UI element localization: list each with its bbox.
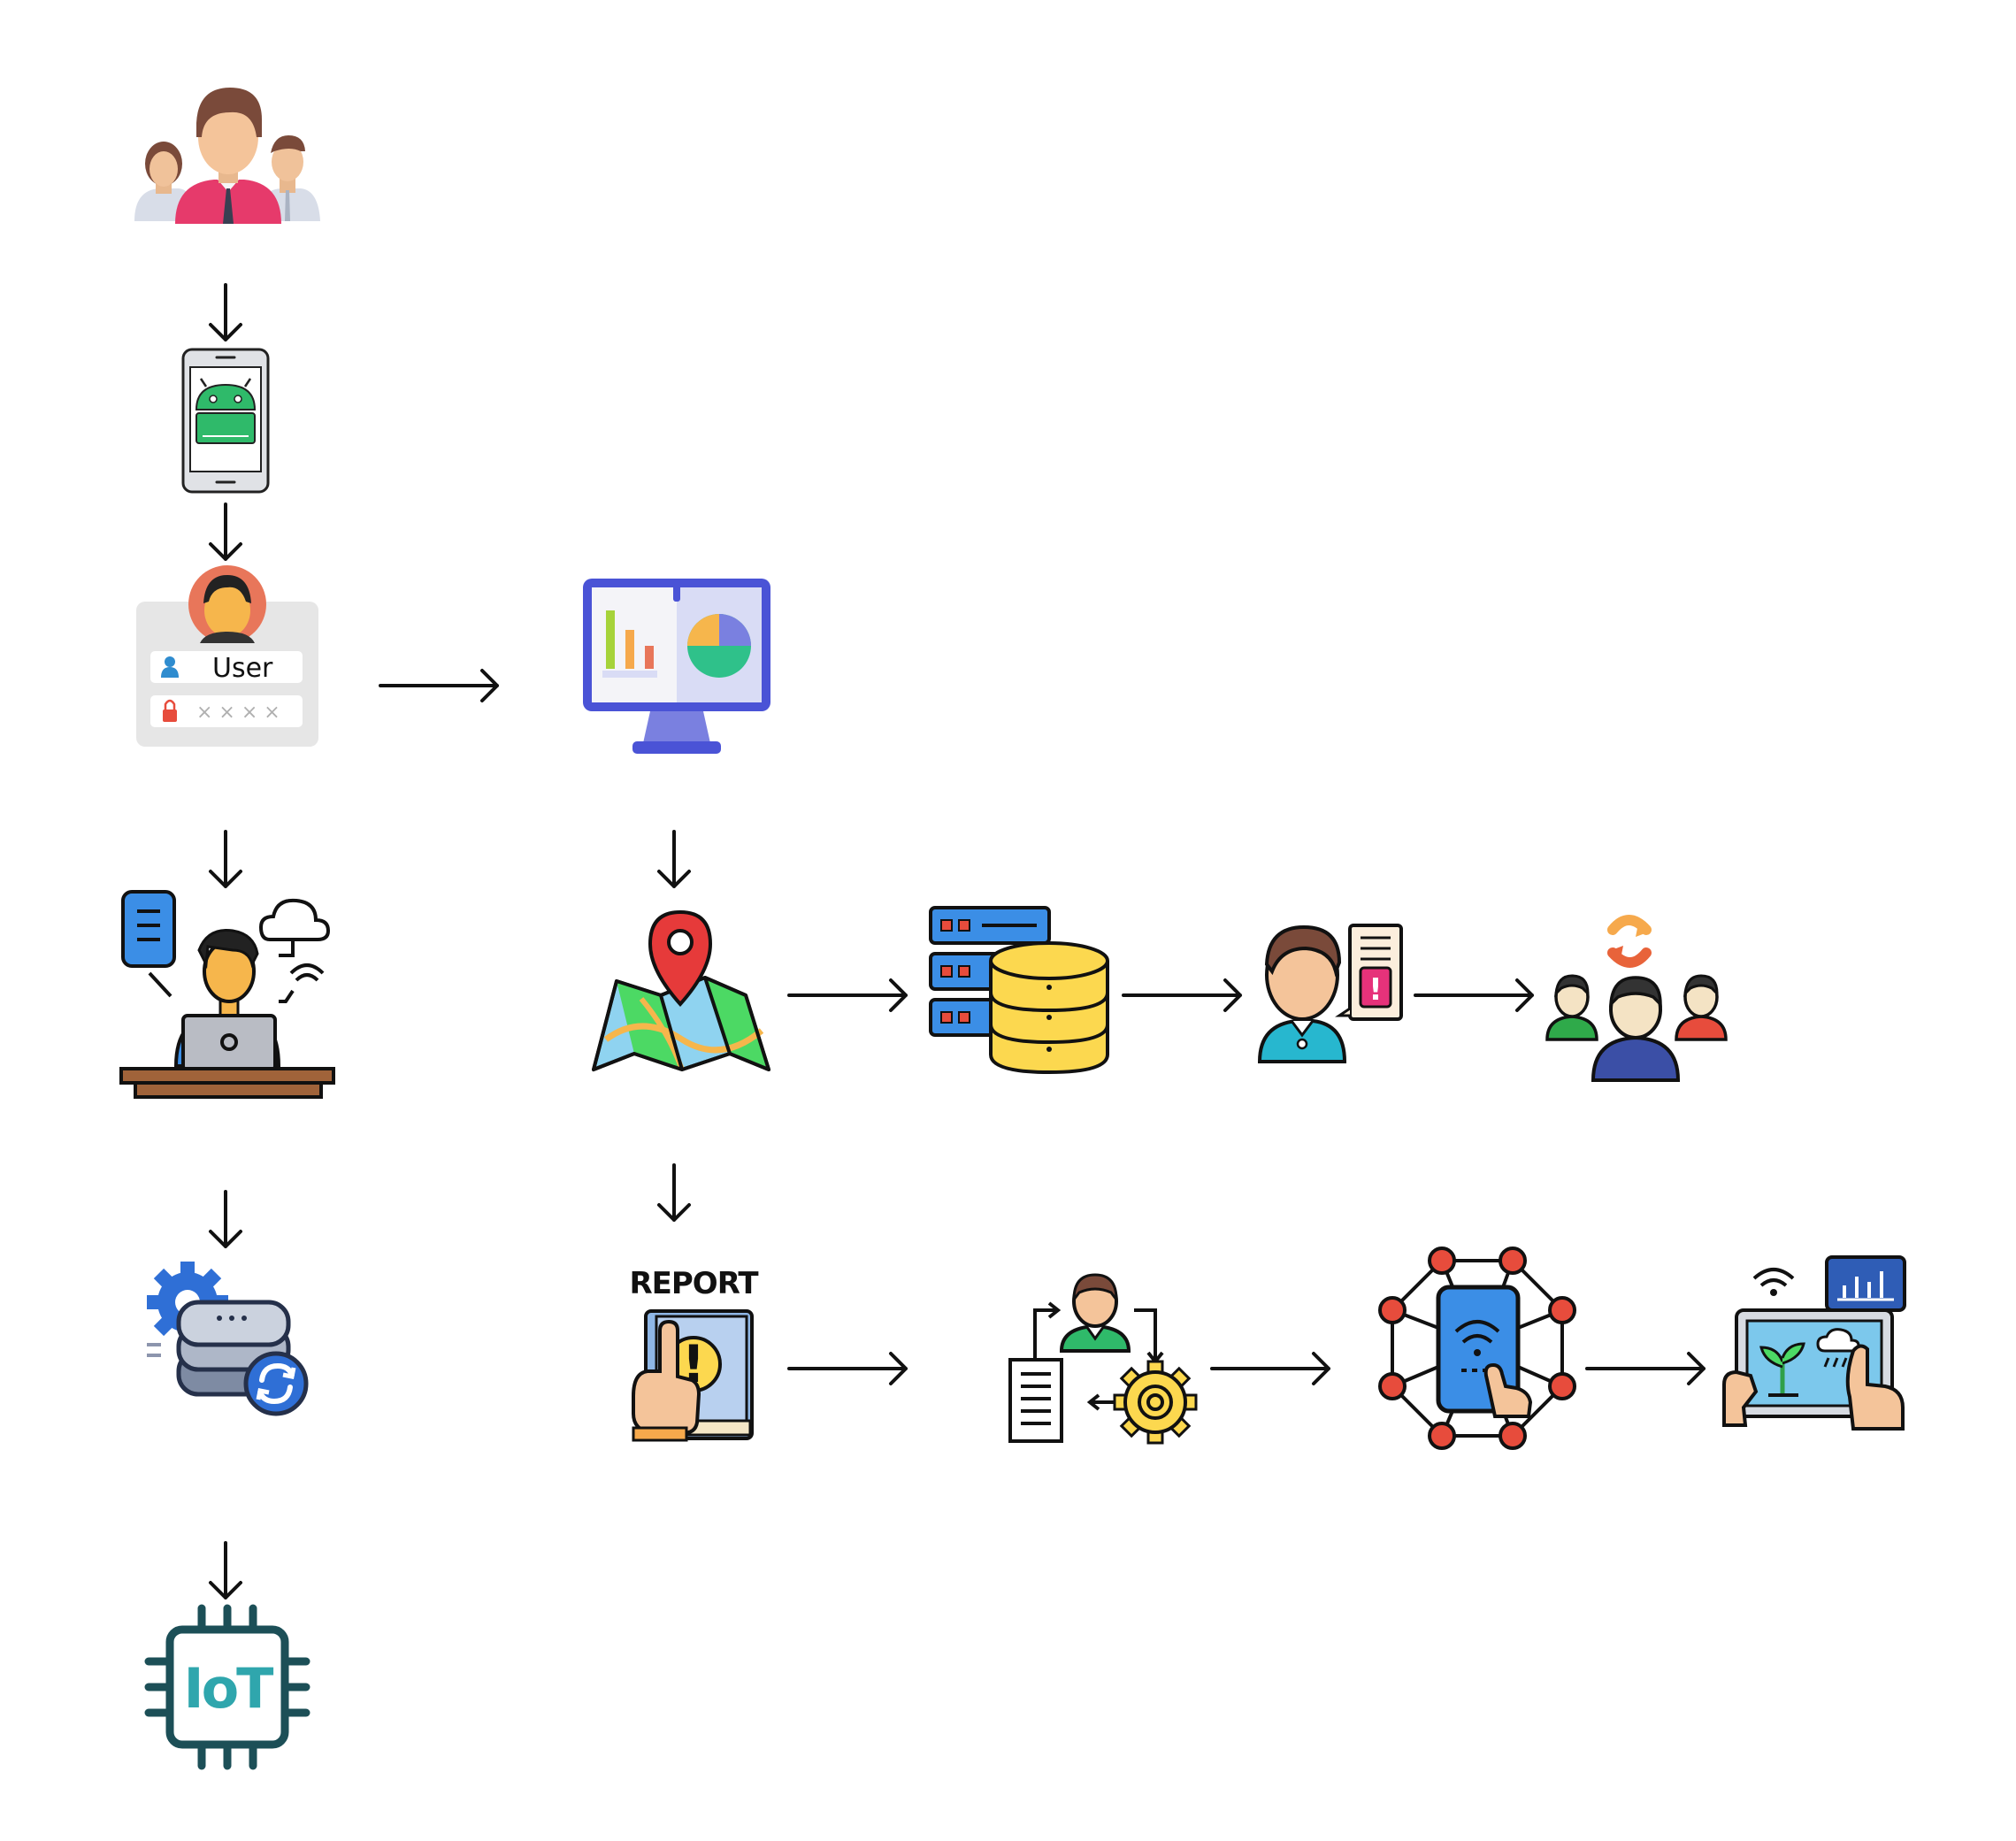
arrow-alert-to-exchange [1414, 978, 1534, 1012]
arrow-app-to-login [209, 502, 242, 561]
smartphone-network-icon [1378, 1247, 1576, 1450]
iot-label: IoT [184, 1656, 274, 1721]
user-group-icon [134, 88, 320, 224]
map-location-pin-icon [592, 909, 770, 1071]
login-form-icon: User × × × × [136, 565, 318, 747]
server-database-icon [929, 906, 1109, 1075]
iot-chip-icon: IoT [144, 1604, 310, 1770]
report-title: REPORT [629, 1266, 759, 1301]
arrow-login-to-dashboard [379, 669, 499, 702]
arrow-workflow-to-network [1210, 1352, 1330, 1385]
arrow-servers-to-alert [1122, 978, 1242, 1012]
person-alert-notification-icon: ! [1257, 924, 1403, 1063]
arrow-dashboard-to-map [657, 830, 691, 888]
arrow-map-to-servers [787, 978, 908, 1012]
database-sync-icon [147, 1262, 309, 1416]
smart-farming-tablet-icon [1722, 1255, 1906, 1431]
analytics-dashboard-monitor-icon [583, 579, 770, 754]
arrow-developer-to-dbsync [209, 1190, 242, 1248]
username-field: User [212, 653, 273, 684]
workflow-person-gear-document-icon [1008, 1273, 1198, 1445]
arrow-login-to-developer [209, 830, 242, 888]
alert-badge: ! [1368, 972, 1383, 1008]
arrow-dbsync-to-iot [209, 1541, 242, 1599]
password-field: × × × × [196, 702, 280, 724]
arrow-network-to-farming [1585, 1352, 1706, 1385]
arrow-map-to-report [657, 1163, 691, 1222]
user-exchange-icon [1545, 915, 1728, 1082]
android-phone-icon [181, 348, 270, 494]
arrow-report-to-workflow [787, 1352, 908, 1385]
arrow-users-to-app [209, 283, 242, 341]
report-book-icon: REPORT ! [629, 1266, 760, 1442]
developer-laptop-cloud-icon [119, 890, 335, 1099]
